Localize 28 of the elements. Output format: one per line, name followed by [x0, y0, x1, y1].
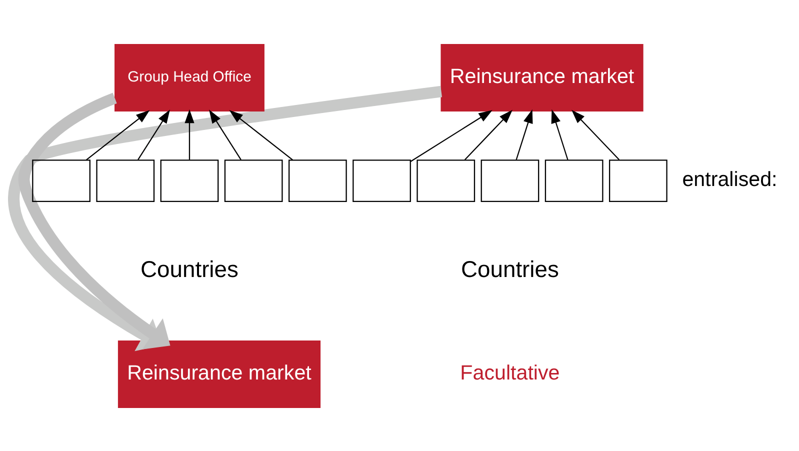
arrow: [138, 109, 170, 160]
arrow: [551, 108, 568, 160]
node-box: [160, 159, 219, 202]
node-box: Reinsurance market: [118, 340, 321, 408]
node-box: [288, 159, 347, 202]
label: Countries: [461, 255, 559, 282]
node-box: Group Head Office: [114, 44, 264, 112]
arrow: [184, 108, 194, 160]
node-box: [416, 159, 476, 202]
arrow: [410, 110, 492, 162]
arrow: [516, 108, 533, 160]
node-box: [96, 159, 155, 202]
arrow: [572, 109, 620, 160]
node-box: [32, 159, 90, 202]
node-box: [352, 159, 411, 202]
label: entralised:: [682, 167, 778, 190]
arrow: [209, 109, 242, 160]
node-box: [224, 159, 283, 202]
node-box: [480, 159, 540, 202]
arrow: [18, 92, 170, 349]
node-box: Reinsurance market: [440, 44, 644, 112]
arrow: [464, 109, 513, 160]
node-box: [608, 159, 668, 202]
arrow: [86, 110, 150, 160]
label: Countries: [140, 255, 238, 282]
label: Facultative: [460, 360, 560, 384]
arrow: [229, 110, 294, 160]
node-box: [544, 159, 604, 202]
